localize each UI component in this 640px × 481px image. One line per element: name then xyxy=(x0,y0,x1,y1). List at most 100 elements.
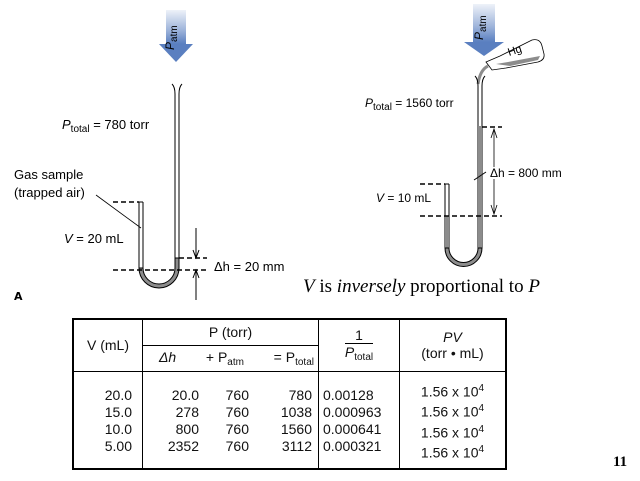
reciprocal-cell: 0.000963 xyxy=(323,403,382,420)
volume-cell: 15.0 xyxy=(104,403,132,420)
reciprocal-cell: 0.00128 xyxy=(323,386,374,403)
right-volume-label: V = 10 mL xyxy=(376,192,431,204)
left-dashed-levels xyxy=(113,201,207,271)
header-patm: + Patm xyxy=(206,349,244,368)
left-patm-arrow-icon xyxy=(159,10,193,62)
delta-h-cell: 20.0 xyxy=(171,386,199,403)
pv-cell: 1.56 x 104 xyxy=(400,421,505,442)
pressure-row: 278 760 1038 xyxy=(143,404,318,421)
header-ptotal-sub: total xyxy=(295,356,314,368)
volume-cell: 10.0 xyxy=(104,420,132,437)
gas-sample-line1: Gas sample xyxy=(14,167,84,182)
left-p-total-sub: total xyxy=(70,124,90,135)
left-u-tube xyxy=(138,83,183,268)
header-ptotal-text: = P xyxy=(273,348,296,365)
left-delta-h-label: Δh = 20 mm xyxy=(214,260,284,273)
right-patm-arrow-icon xyxy=(464,4,504,56)
reciprocal-cell: 0.000641 xyxy=(323,420,382,437)
header-pressure-components: Δh + Patm = Ptotal xyxy=(142,345,319,372)
volume-cell: 20.0 xyxy=(104,386,132,403)
reciprocal-denominator: Ptotal xyxy=(345,344,373,363)
pv-exponent: 4 xyxy=(478,403,485,415)
right-mercury xyxy=(444,126,487,267)
caption-p: P xyxy=(528,276,540,297)
header-patm-sub: atm xyxy=(227,356,244,368)
header-pressure: P (torr) xyxy=(142,319,319,346)
caption-v: V xyxy=(303,276,315,297)
right-p-total-p: P xyxy=(365,96,374,110)
left-delta-h-value: = 20 mm xyxy=(229,259,285,274)
delta-h-cell: 278 xyxy=(175,403,199,420)
right-volume-value: = 10 mL xyxy=(384,191,432,205)
header-pv-units: (torr • mL) xyxy=(421,345,484,362)
header-pressure-text: P (torr) xyxy=(208,324,253,341)
left-delta-h-symbol: Δh xyxy=(214,259,230,274)
patm-cell: 760 xyxy=(225,403,249,420)
reciprocal-cell: 0.000321 xyxy=(323,437,382,454)
pv-exponent: 4 xyxy=(478,423,485,435)
volume-cell: 5.00 xyxy=(104,437,132,454)
header-volume-text: V (mL) xyxy=(87,337,129,354)
pv-exponent: 4 xyxy=(478,444,485,456)
right-p-total-value: = 1560 torr xyxy=(391,96,454,110)
gas-sample-label: Gas sample (trapped air) xyxy=(14,166,85,202)
header-delta-h: Δh xyxy=(159,348,177,365)
gas-sample-line2: (trapped air) xyxy=(14,185,85,200)
right-patm-p: P xyxy=(472,31,486,40)
ptotal-cell: 1038 xyxy=(280,403,312,420)
patm-cell: 760 xyxy=(225,420,249,437)
ptotal-cell: 1560 xyxy=(280,420,312,437)
pv-exponent: 4 xyxy=(478,382,485,394)
reciprocal-den-sub: total xyxy=(354,352,374,364)
left-volume-label: V = 20 mL xyxy=(64,232,124,245)
right-delta-h-value: = 800 mm xyxy=(504,166,562,180)
pv-cell: 1.56 x 104 xyxy=(400,380,505,401)
left-p-total-p: P xyxy=(62,117,71,132)
header-patm-text: + P xyxy=(205,348,228,365)
left-patm-sub: atm xyxy=(169,25,180,42)
header-volume: V (mL) xyxy=(73,319,143,372)
left-p-total-label: Ptotal = 780 torr xyxy=(62,118,149,135)
left-patm-label: Patm xyxy=(163,25,180,50)
patm-cell: 760 xyxy=(225,386,249,403)
caption-text1: is xyxy=(314,276,337,297)
page-number: 11 xyxy=(613,454,628,470)
left-mercury xyxy=(138,257,180,289)
left-delta-h-arrows-icon xyxy=(192,228,200,300)
ptotal-cell: 780 xyxy=(288,386,312,403)
figure-label: A xyxy=(14,290,23,303)
inverse-proportion-caption: V is inversely proportional to P xyxy=(303,276,540,298)
delta-h-cell: 2352 xyxy=(167,437,199,454)
pv-mantissa: 1.56 x 10 xyxy=(420,403,479,420)
pv-mantissa: 1.56 x 10 xyxy=(420,445,479,462)
gas-sample-leader xyxy=(95,194,142,229)
header-pv-text: PV xyxy=(443,329,462,346)
header-pv: PV (torr • mL) xyxy=(399,319,506,372)
left-patm-p: P xyxy=(163,41,177,50)
pv-cell: 1.56 x 104 xyxy=(400,441,505,462)
right-patm-sub: atm xyxy=(478,15,489,32)
reciprocal-numerator: 1 xyxy=(344,327,374,345)
right-dashed-levels xyxy=(420,126,502,217)
left-volume-value: = 20 mL xyxy=(72,231,124,246)
right-p-total-label: Ptotal = 1560 torr xyxy=(365,97,454,113)
reciprocal-fraction: 1 Ptotal xyxy=(344,327,374,363)
right-volume-v: V xyxy=(376,191,385,205)
caption-emphasis: inversely xyxy=(336,276,406,297)
pv-cell: 1.56 x 104 xyxy=(400,400,505,421)
delta-h-cell: 800 xyxy=(175,420,199,437)
header-reciprocal: 1 Ptotal xyxy=(318,319,400,372)
header-ptotal: = Ptotal xyxy=(274,349,314,368)
pv-mantissa: 1.56 x 10 xyxy=(420,383,479,400)
left-p-total-value: = 780 torr xyxy=(89,117,150,132)
